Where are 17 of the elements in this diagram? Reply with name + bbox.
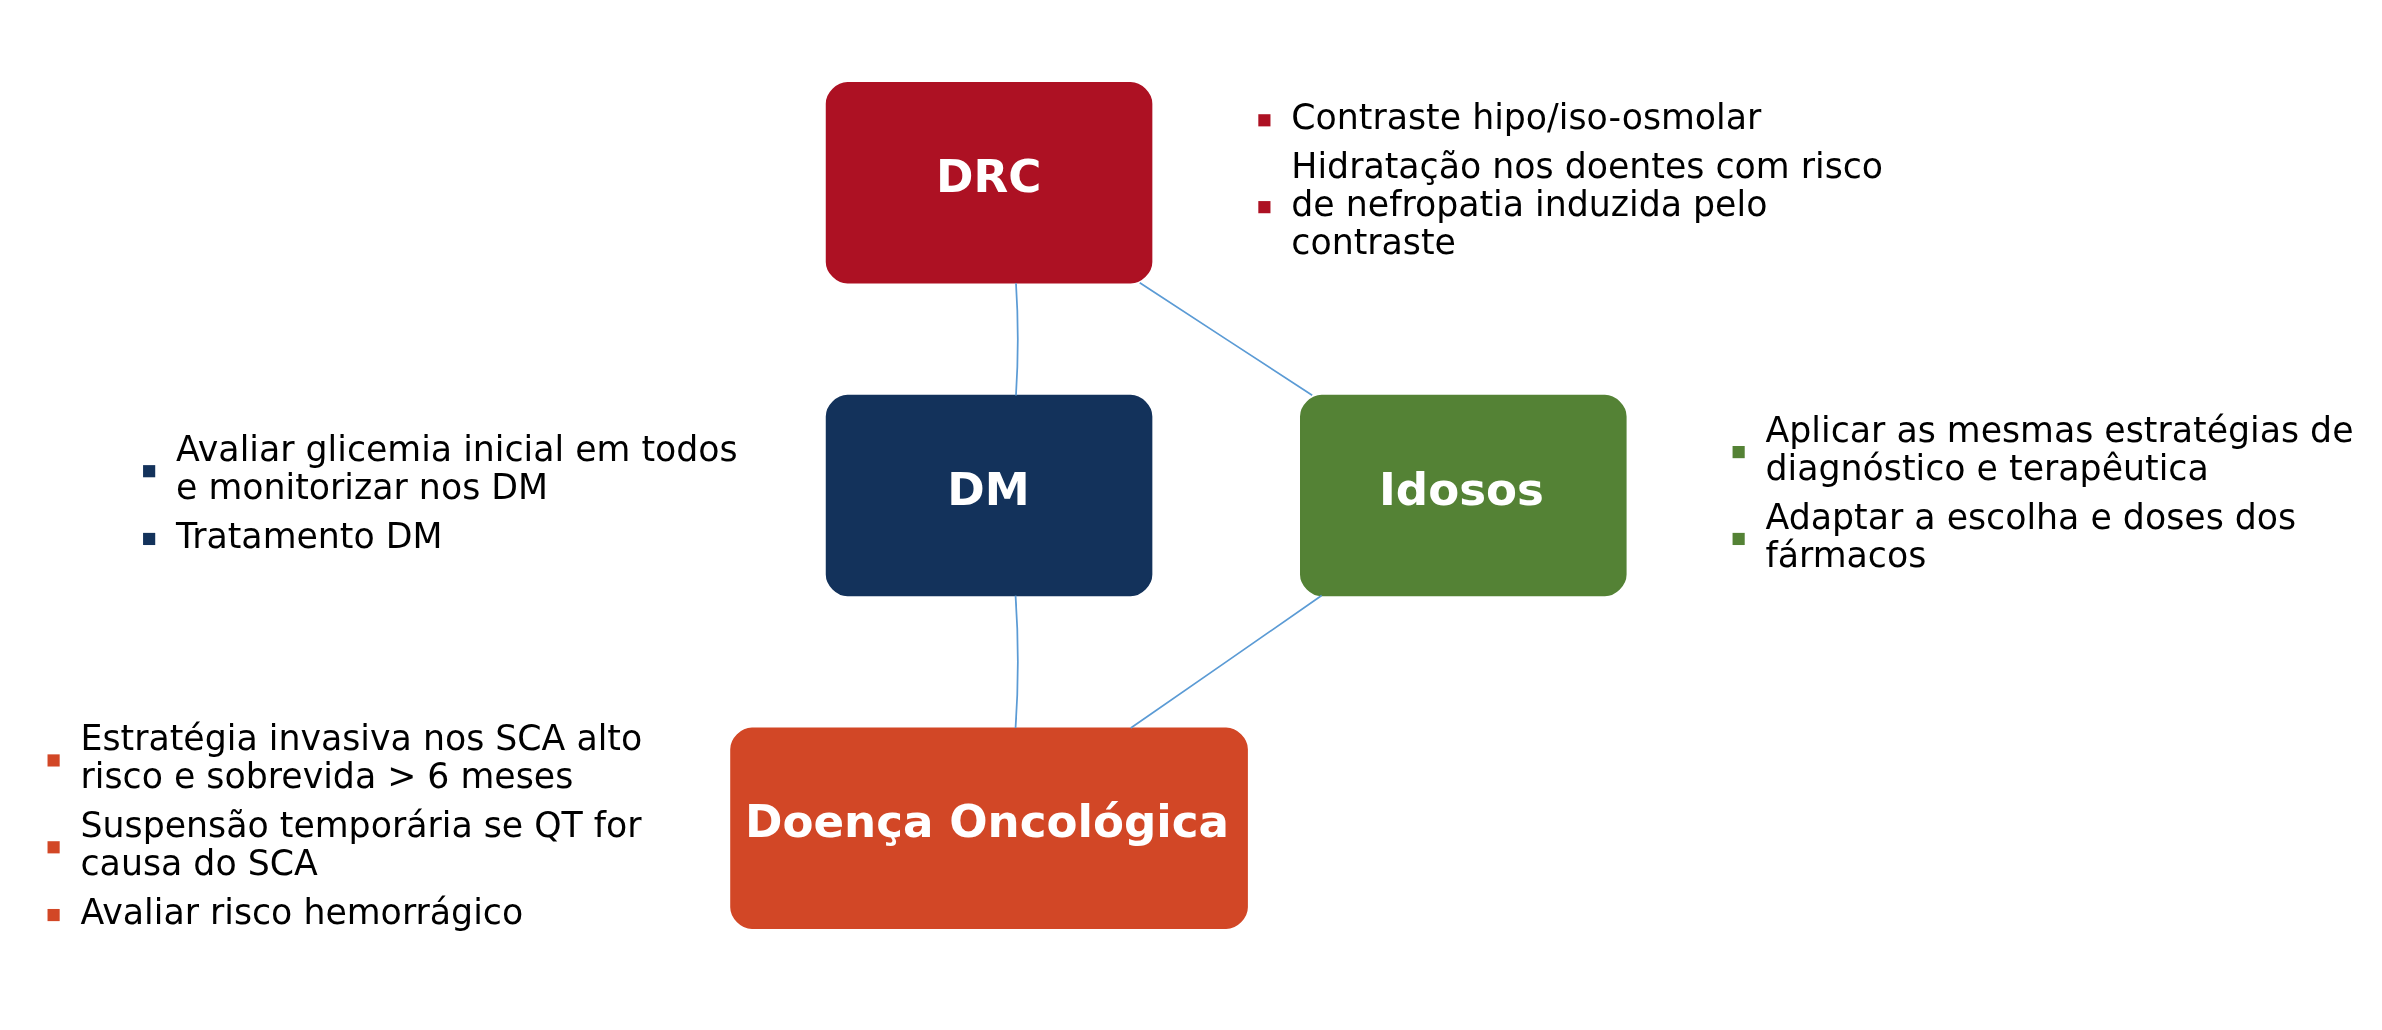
node-box: Idosos — [1300, 394, 1627, 596]
node-box: DRC — [825, 81, 1153, 284]
node-label: Tratamento DM — [176, 515, 443, 556]
node-label: Aplicar as mesmas estratégias de diagnóstico e terapêutica — [1765, 409, 2354, 488]
node-box: DM — [825, 394, 1153, 596]
node-label: Adaptar a escolha e doses dos fármacos — [1765, 496, 2297, 575]
node-label: Contraste hipo/iso-osmolar — [1291, 96, 1762, 137]
node-label: Avaliar risco hemorrágico — [80, 891, 524, 932]
node-label: Estratégia invasiva nos SCA alto risco e sobrevida > 6 meses — [80, 717, 643, 796]
node-label: Suspensão temporária se QT for causa do SCA — [80, 804, 642, 883]
node-label: Hidratação nos doentes com risco de nefropatia induzida pelo contraste — [1291, 145, 1884, 262]
node-label: Avaliar glicemia inicial em todos e monitorizar nos DM — [176, 428, 738, 507]
connector — [1015, 281, 1019, 396]
connector — [1138, 281, 1314, 396]
node-box: Doença Oncológica — [730, 726, 1248, 929]
connector — [1014, 594, 1019, 729]
connector — [1129, 594, 1323, 729]
